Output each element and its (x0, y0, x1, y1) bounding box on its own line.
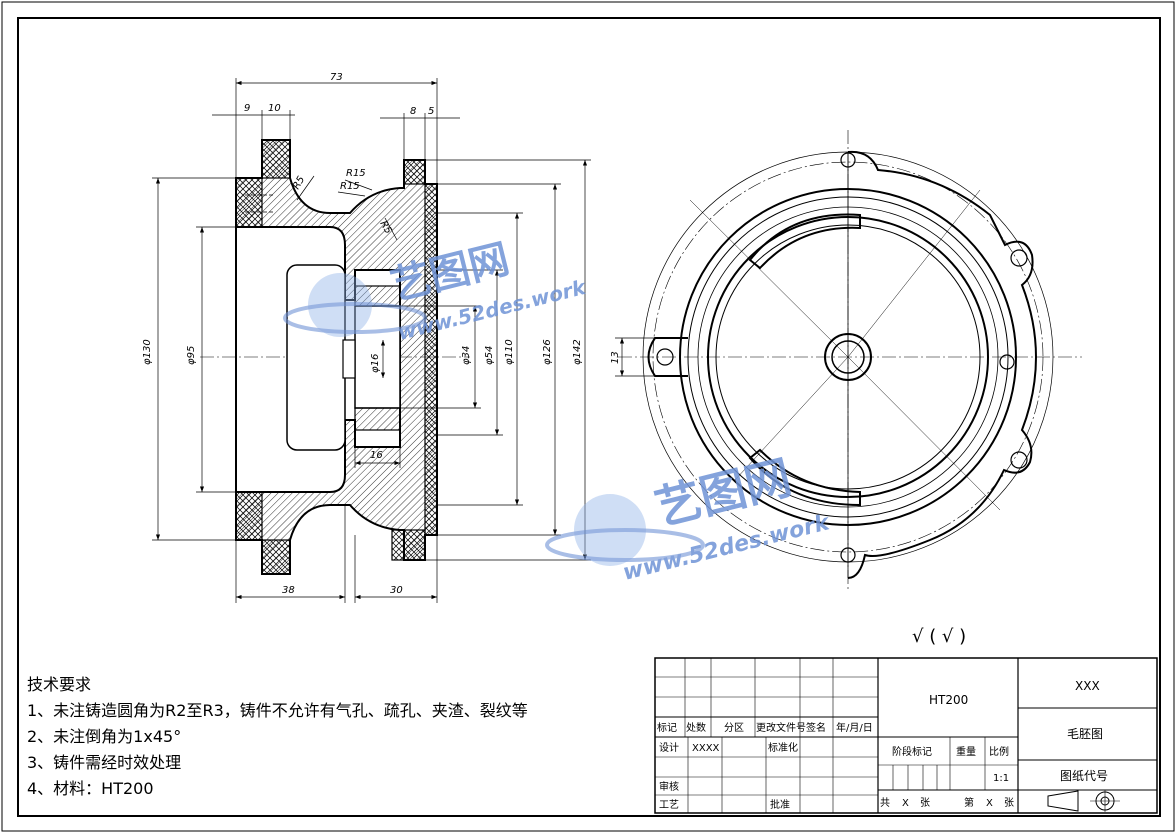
dim-phi142: φ142 (572, 339, 583, 365)
label-zhongliang: 重量 (956, 745, 976, 758)
watermark-1: 艺图网 www.52des.work (283, 236, 589, 345)
label-gongyi: 工艺 (659, 799, 679, 811)
dim-phi130: φ130 (142, 339, 153, 365)
section-view: 73 9 10 8 5 R5 R15 R15 R5 φ130 φ95 φ16 φ… (142, 72, 591, 603)
label-x1: X (902, 798, 909, 809)
label-pizhun: 批准 (770, 798, 790, 811)
hub-inner (831, 340, 865, 374)
label-date: 年/月/日 (836, 721, 873, 734)
label-chushu: 处数 (686, 721, 706, 734)
flange-insert-bottom-left (261, 539, 291, 575)
note-4: 4、材料：HT200 (27, 779, 154, 798)
dim-phi95: φ95 (186, 346, 197, 365)
material-text: HT200 (929, 693, 968, 707)
watermark-2: 艺图网 www.52des.work (545, 450, 833, 586)
org-text: XXX (1075, 679, 1100, 693)
lug-hole-lower-right (1010, 451, 1028, 469)
label-shenhe: 审核 (659, 780, 679, 793)
drawing-name: 毛胚图 (1067, 727, 1103, 741)
dim-10: 10 (268, 103, 281, 114)
label-di: 第 (964, 796, 974, 809)
front-view: 13 (610, 130, 1082, 590)
label-qianming: 签名 (806, 721, 826, 734)
dimension-lines (152, 78, 591, 603)
dim-phi34: φ34 (461, 346, 472, 365)
dim-r15-a: R15 (346, 168, 366, 179)
outer-profile (847, 150, 1037, 579)
svg-text:www.52des.work: www.52des.work (620, 510, 833, 586)
dim-73: 73 (330, 72, 343, 83)
dim-phi16: φ16 (370, 354, 381, 373)
scale-value: 1:1 (993, 773, 1009, 784)
small-bore (342, 339, 356, 379)
label-bili: 比例 (989, 745, 1009, 758)
dim-9: 9 (244, 103, 250, 114)
title-block (654, 657, 1158, 814)
dim-phi110: φ110 (504, 339, 515, 365)
label-biaozhunhua: 标准化 (768, 741, 798, 754)
dim-30: 30 (390, 585, 403, 596)
dim-phi126: φ126 (542, 339, 553, 365)
note-1: 1、未注铸造圆角为R2至R3，铸件不允许有气孔、疏孔、夹渣、裂纹等 (27, 701, 528, 720)
label-x2: X (986, 798, 993, 809)
hub-outer (824, 333, 872, 381)
designer-name: XXXX (692, 743, 720, 754)
label-gengai: 更改文件号 (756, 721, 806, 734)
dim-8: 8 (410, 106, 416, 117)
dim-r15-b: R15 (340, 181, 360, 192)
note-3: 3、铸件需经时效处理 (27, 753, 181, 772)
label-gong: 共 (880, 797, 890, 809)
label-biaoji: 标记 (657, 722, 677, 734)
upper-slot (748, 213, 861, 270)
label-fenqu: 分区 (724, 722, 744, 734)
label-sheji: 设计 (659, 741, 679, 754)
dim-phi54: φ54 (484, 346, 495, 365)
flange-insert-top-left (261, 139, 291, 179)
notes-title: 技术要求 (27, 675, 91, 694)
dim-5: 5 (428, 106, 434, 117)
dim-16: 16 (370, 450, 383, 461)
dim-38: 38 (282, 585, 295, 596)
note-2: 2、未注倒角为1x45° (27, 727, 181, 746)
inner-border (17, 17, 1161, 817)
label-zhang2: 张 (1004, 797, 1014, 809)
dim-13: 13 (610, 351, 621, 364)
lower-slot (748, 448, 861, 507)
label-jieduan: 阶段标记 (892, 745, 932, 758)
lug-hole-upper-right (1010, 249, 1028, 267)
flange-insert-bottom-right (391, 529, 426, 561)
roughness-symbol: √ ( √ ) (912, 626, 966, 647)
drawing-code-label: 图纸代号 (1060, 769, 1108, 783)
technical-requirements: 技术要求 1、未注铸造圆角为R2至R3，铸件不允许有气孔、疏孔、夹渣、裂纹等 2… (27, 675, 528, 798)
label-zhang1: 张 (920, 797, 930, 809)
